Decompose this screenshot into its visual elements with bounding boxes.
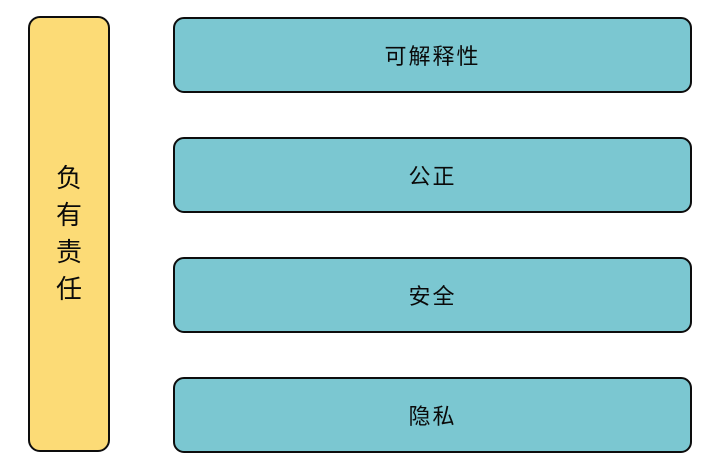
principle-box-fairness: 公正 [173,137,692,213]
responsibility-box: 负有责任 [28,16,110,452]
principle-label-explainability: 可解释性 [384,44,481,69]
responsibility-label: 负有责任 [55,163,82,304]
principle-label-privacy: 隐私 [408,404,457,429]
principles-column: 可解释性 公正 安全 隐私 [173,17,692,453]
principle-box-privacy: 隐私 [173,377,692,453]
principle-box-explainability: 可解释性 [173,17,692,93]
principle-label-safety: 安全 [408,284,457,309]
principle-label-fairness: 公正 [408,164,457,189]
principle-box-safety: 安全 [173,257,692,333]
